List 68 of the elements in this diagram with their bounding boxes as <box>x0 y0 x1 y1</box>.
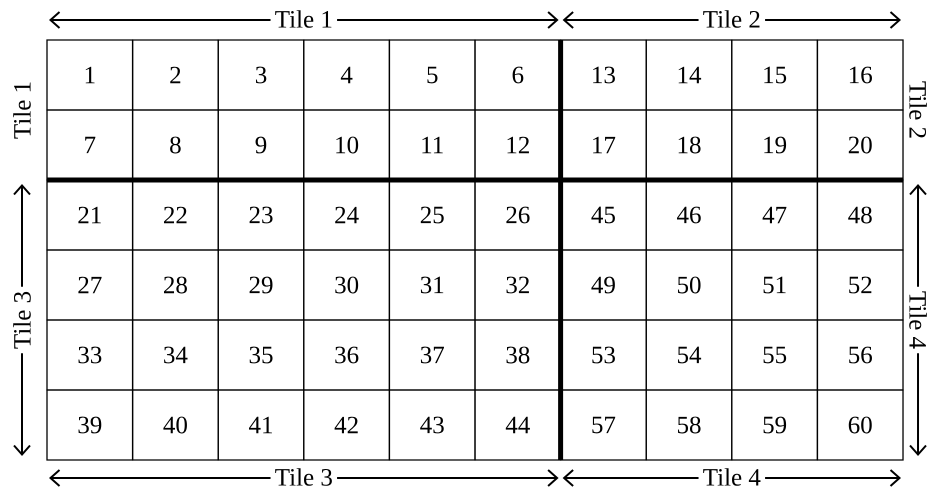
dimension-label: Tile 4 <box>703 468 760 486</box>
table-cell: 6 <box>474 39 562 111</box>
table-cell: 51 <box>731 249 818 321</box>
table-cell: 41 <box>218 389 304 461</box>
table-cell: 44 <box>474 389 562 461</box>
table-cell: 55 <box>731 319 818 391</box>
table-cell: 34 <box>132 319 219 391</box>
table-cell: 4 <box>303 39 390 111</box>
table-cell: 37 <box>388 319 476 391</box>
table-cell: 8 <box>132 109 219 181</box>
table-cell: 40 <box>132 389 219 461</box>
table-cell: 27 <box>46 249 134 321</box>
table-cell: 12 <box>474 109 562 181</box>
table-cell: 31 <box>388 249 476 321</box>
dimension-label: Tile 4 <box>909 291 927 349</box>
table-cell: 28 <box>132 249 219 321</box>
table-cell: 20 <box>816 109 904 181</box>
table-cell: 13 <box>560 39 647 111</box>
table-cell: 39 <box>46 389 134 461</box>
table-cell: 16 <box>816 39 904 111</box>
table-cell: 22 <box>132 179 219 251</box>
table-cell: 46 <box>646 179 732 251</box>
table-cell: 9 <box>218 109 304 181</box>
table-cell: 24 <box>303 179 390 251</box>
table-cell: 7 <box>46 109 134 181</box>
dimension-label: Tile 2 <box>703 10 760 28</box>
dimension-label: Tile 3 <box>13 292 31 349</box>
table-cell: 48 <box>816 179 904 251</box>
dimension-label: Tile 2 <box>909 81 927 138</box>
table-cell: 30 <box>303 249 390 321</box>
table-cell: 56 <box>816 319 904 391</box>
table-cell: 53 <box>560 319 647 391</box>
table-cell: 35 <box>218 319 304 391</box>
table-cell: 1 <box>46 39 134 111</box>
table-cell: 36 <box>303 319 390 391</box>
table-cell: 19 <box>731 109 818 181</box>
table-cell: 59 <box>731 389 818 461</box>
dimension-label: Tile 1 <box>13 82 31 139</box>
table-cell: 60 <box>816 389 904 461</box>
table-cell: 52 <box>816 249 904 321</box>
table-cell: 11 <box>388 109 476 181</box>
table-cell: 58 <box>646 389 732 461</box>
dimension-label: Tile 1 <box>275 10 332 28</box>
table-cell: 15 <box>731 39 818 111</box>
table-cell: 25 <box>388 179 476 251</box>
table-cell: 49 <box>560 249 647 321</box>
table-cell: 50 <box>646 249 732 321</box>
table-cell: 32 <box>474 249 562 321</box>
table-cell: 43 <box>388 389 476 461</box>
table-cell: 26 <box>474 179 562 251</box>
table-cell: 29 <box>218 249 304 321</box>
table-cell: 21 <box>46 179 134 251</box>
table-cell: 42 <box>303 389 390 461</box>
table-cell: 17 <box>560 109 647 181</box>
table-cell: 33 <box>46 319 134 391</box>
dimension-label: Tile 3 <box>275 468 332 486</box>
table-cell: 23 <box>218 179 304 251</box>
table-cell: 18 <box>646 109 732 181</box>
table-cell: 47 <box>731 179 818 251</box>
label: 45 <box>591 206 615 224</box>
table-cell: 2 <box>132 39 219 111</box>
table-cell: 5 <box>388 39 476 111</box>
table-cell: 54 <box>646 319 732 391</box>
table-cell: 10 <box>303 109 390 181</box>
table-cell: 38 <box>474 319 562 391</box>
table-cell: 14 <box>646 39 732 111</box>
table-cell: 57 <box>560 389 647 461</box>
table-cell: 3 <box>218 39 304 111</box>
